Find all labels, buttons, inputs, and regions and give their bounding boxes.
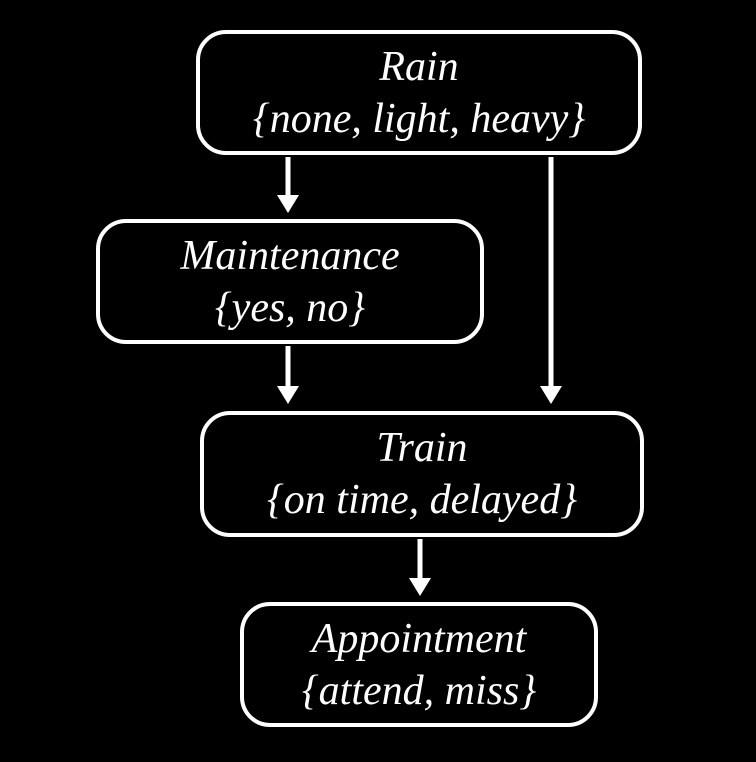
node-appointment-label: Appointment: [311, 615, 527, 662]
node-appointment: Appointment {attend, miss}: [240, 602, 598, 727]
node-maintenance: Maintenance {yes, no}: [96, 219, 484, 344]
edge-maintenance-to-train: [277, 346, 299, 404]
edge-rain-to-maintenance: [277, 157, 299, 213]
node-rain-domain: {none, light, heavy}: [252, 95, 586, 142]
node-train-label: Train: [376, 425, 468, 471]
edge-train-to-appointment: [409, 539, 431, 596]
node-maintenance-label: Maintenance: [180, 232, 400, 279]
node-rain: Rain {none, light, heavy}: [196, 30, 642, 155]
node-appointment-domain: {attend, miss}: [301, 667, 537, 714]
node-maintenance-domain: {yes, no}: [214, 284, 366, 331]
node-train: Train {on time, delayed}: [200, 411, 644, 537]
edge-rain-to-train: [540, 157, 562, 404]
node-rain-label: Rain: [379, 43, 459, 90]
node-train-domain: {on time, delayed}: [267, 477, 577, 523]
